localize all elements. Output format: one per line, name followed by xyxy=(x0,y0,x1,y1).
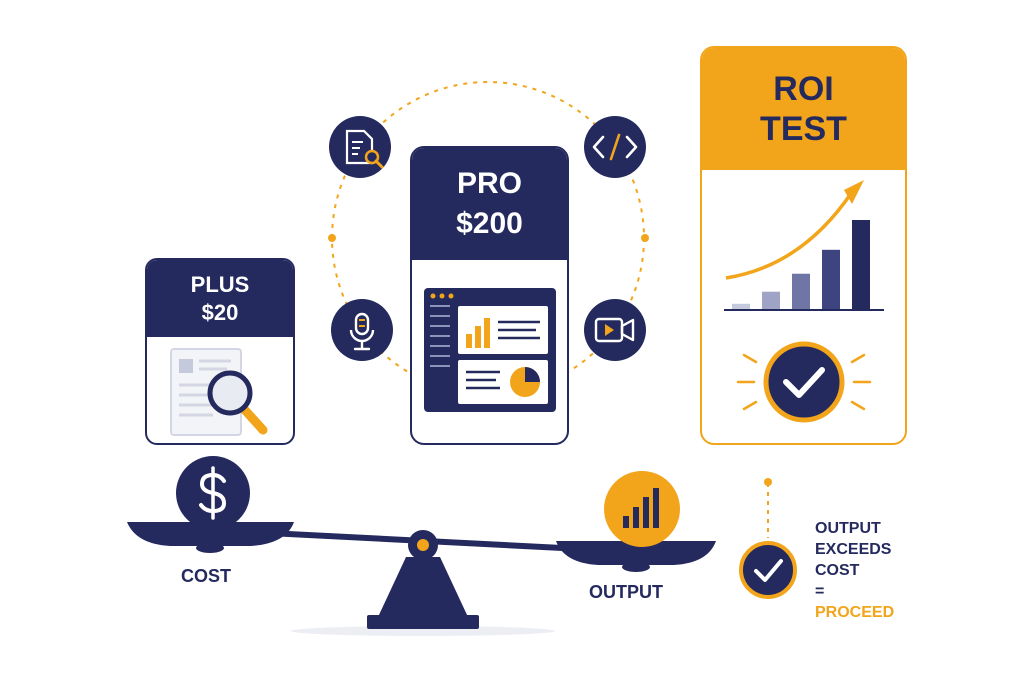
plan-pro-price: $200 xyxy=(456,207,523,240)
plan-pro-name: PRO xyxy=(456,167,522,200)
plan-card-plus: PLUS $20 xyxy=(145,258,295,445)
scale-shadow xyxy=(291,626,555,636)
orbit-dot-right xyxy=(641,234,649,242)
roi-bar xyxy=(762,291,780,310)
growth-arrow-head xyxy=(844,180,864,204)
plan-plus-name: PLUS xyxy=(190,271,250,297)
conclusion-equals: = xyxy=(815,583,825,600)
dollar-coin-icon xyxy=(176,456,250,530)
microphone-icon xyxy=(331,299,393,361)
conclusion-line1: OUTPUT xyxy=(815,520,881,537)
conclusion-result: PROCEED xyxy=(815,604,895,621)
roi-bar xyxy=(822,249,840,310)
output-pan xyxy=(556,541,716,565)
dashboard-icon xyxy=(424,288,556,412)
checkmark-icon xyxy=(739,541,797,599)
conclusion-line3: COST xyxy=(815,562,860,579)
scale-base xyxy=(378,557,468,617)
pie-chart-icon xyxy=(510,367,540,397)
roi-bar xyxy=(852,220,870,310)
roi-test-card: ROI TEST xyxy=(700,46,907,445)
video-camera-icon xyxy=(584,299,646,361)
plan-card-plus-header: PLUS $20 xyxy=(147,260,293,337)
roi-test-header: ROI TEST xyxy=(702,48,905,170)
cost-pan xyxy=(127,522,294,546)
conclusion-text: OUTPUT EXCEEDS COST = PROCEED xyxy=(815,518,894,623)
conclusion-line2: EXCEEDS xyxy=(815,541,892,558)
orbit-dot-left xyxy=(328,234,336,242)
approval-checkmark-icon xyxy=(736,341,872,423)
roi-title-line1: ROI xyxy=(773,70,834,108)
code-icon xyxy=(584,116,646,178)
plan-plus-price: $20 xyxy=(201,299,239,325)
growth-chart xyxy=(724,180,884,423)
magnifier-icon xyxy=(170,348,268,436)
cost-label: COST xyxy=(181,566,232,586)
roi-bar xyxy=(732,303,750,310)
output-label: OUTPUT xyxy=(589,582,663,602)
growth-arrow xyxy=(725,191,854,280)
balance-scale xyxy=(127,522,716,636)
plan-card-pro-header: PRO $200 xyxy=(412,148,567,260)
document-search-icon xyxy=(329,116,391,178)
bar-chart-icon xyxy=(604,471,680,547)
roi-bar xyxy=(792,273,810,310)
roi-title-line2: TEST xyxy=(760,110,847,148)
plan-card-pro: PRO $200 xyxy=(410,146,569,445)
